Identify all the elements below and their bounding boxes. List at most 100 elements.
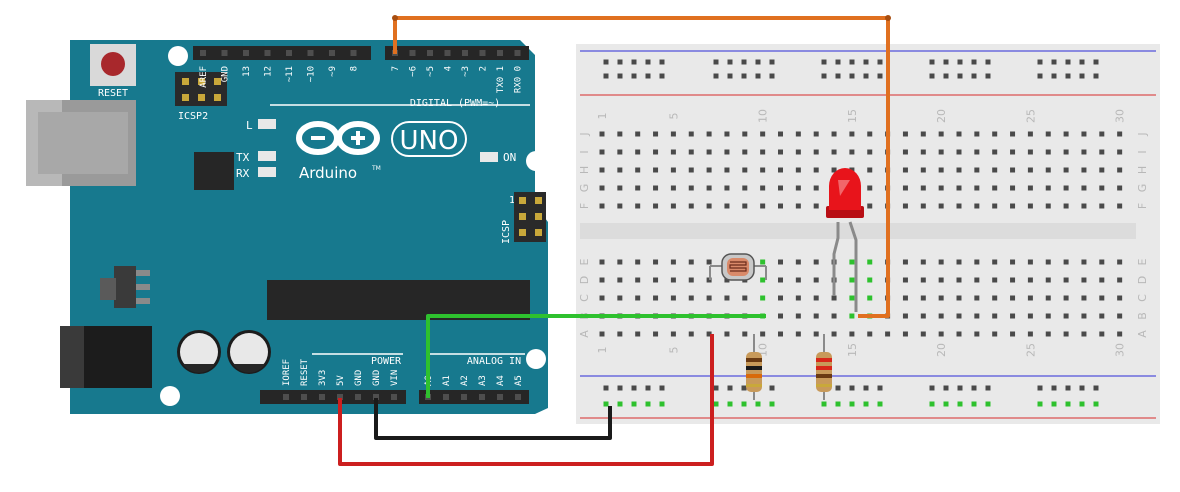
breadboard-hole[interactable] [760, 167, 766, 173]
rail-hole[interactable] [1079, 385, 1085, 391]
breadboard-hole[interactable] [1099, 203, 1105, 209]
breadboard-hole[interactable] [653, 295, 659, 301]
breadboard-hole[interactable] [974, 149, 980, 155]
header-pin[interactable] [461, 394, 467, 400]
breadboard-hole[interactable] [724, 149, 730, 155]
breadboard-hole[interactable] [1063, 149, 1069, 155]
breadboard-hole[interactable] [938, 295, 944, 301]
breadboard-hole[interactable] [956, 167, 962, 173]
header-pin[interactable] [283, 394, 289, 400]
rail-hole[interactable] [835, 59, 841, 65]
rail-hole[interactable] [985, 59, 991, 65]
breadboard-hole[interactable] [706, 149, 712, 155]
breadboard-hole[interactable] [1117, 277, 1123, 283]
breadboard-hole[interactable] [617, 295, 623, 301]
header-pin[interactable] [497, 50, 503, 56]
breadboard-hole[interactable] [706, 167, 712, 173]
rail-hole[interactable] [645, 385, 651, 391]
breadboard-hole[interactable] [617, 167, 623, 173]
breadboard-hole[interactable] [813, 149, 819, 155]
rail-hole[interactable] [659, 73, 665, 79]
breadboard-hole[interactable] [778, 331, 783, 337]
breadboard-hole[interactable] [653, 185, 659, 191]
breadboard-hole[interactable] [1081, 259, 1087, 265]
breadboard-hole[interactable] [653, 167, 659, 173]
breadboard-hole[interactable] [1099, 277, 1105, 283]
rail-hole[interactable] [603, 401, 609, 407]
breadboard-hole[interactable] [1010, 203, 1016, 209]
rail-hole[interactable] [821, 401, 827, 407]
breadboard-hole[interactable] [938, 131, 944, 137]
rail-hole[interactable] [929, 385, 935, 391]
breadboard-hole[interactable] [1063, 277, 1069, 283]
header-pin[interactable] [409, 50, 416, 56]
breadboard-hole[interactable] [867, 331, 873, 337]
breadboard-hole[interactable] [902, 295, 908, 301]
rail-hole[interactable] [1051, 73, 1057, 79]
breadboard-hole[interactable] [974, 131, 980, 137]
rail-hole[interactable] [1051, 401, 1057, 407]
breadboard-hole[interactable] [885, 331, 891, 337]
breadboard-hole[interactable] [974, 203, 980, 209]
rail-hole[interactable] [603, 385, 609, 391]
rail-hole[interactable] [741, 385, 747, 391]
breadboard-hole[interactable] [760, 131, 766, 137]
breadboard-hole[interactable] [778, 203, 783, 209]
breadboard-hole[interactable] [867, 277, 873, 283]
breadboard-hole[interactable] [1045, 149, 1051, 155]
rail-hole[interactable] [821, 59, 827, 65]
breadboard-hole[interactable] [1027, 331, 1033, 337]
breadboard-hole[interactable] [1099, 331, 1105, 337]
breadboard-hole[interactable] [1063, 295, 1069, 301]
rail-hole[interactable] [1037, 401, 1043, 407]
rail-hole[interactable] [755, 59, 761, 65]
breadboard-hole[interactable] [1045, 331, 1051, 337]
breadboard-hole[interactable] [956, 295, 962, 301]
breadboard-hole[interactable] [724, 131, 730, 137]
breadboard-hole[interactable] [635, 149, 641, 155]
breadboard-hole[interactable] [635, 203, 641, 209]
header-pin[interactable] [443, 394, 449, 400]
breadboard-hole[interactable] [670, 331, 676, 337]
rail-hole[interactable] [741, 73, 747, 79]
rail-hole[interactable] [1037, 59, 1043, 65]
rail-hole[interactable] [713, 73, 719, 79]
breadboard-hole[interactable] [920, 131, 926, 137]
breadboard-hole[interactable] [688, 167, 694, 173]
breadboard-hole[interactable] [902, 313, 908, 319]
header-pin[interactable] [514, 50, 521, 56]
breadboard-hole[interactable] [1027, 259, 1033, 265]
rail-hole[interactable] [971, 59, 977, 65]
breadboard-hole[interactable] [795, 185, 801, 191]
breadboard-hole[interactable] [1081, 185, 1087, 191]
breadboard-hole[interactable] [599, 203, 605, 209]
breadboard-hole[interactable] [1010, 167, 1016, 173]
breadboard-hole[interactable] [724, 203, 730, 209]
breadboard-hole[interactable] [992, 149, 998, 155]
breadboard-hole[interactable] [992, 277, 998, 283]
breadboard-hole[interactable] [760, 295, 766, 301]
rail-hole[interactable] [769, 401, 775, 407]
breadboard-hole[interactable] [867, 131, 873, 137]
breadboard-hole[interactable] [724, 295, 730, 301]
breadboard-hole[interactable] [653, 131, 659, 137]
rail-hole[interactable] [755, 401, 761, 407]
breadboard-hole[interactable] [1081, 331, 1087, 337]
breadboard-hole[interactable] [1027, 167, 1033, 173]
breadboard-hole[interactable] [902, 167, 908, 173]
rail-hole[interactable] [985, 73, 991, 79]
breadboard-hole[interactable] [724, 185, 730, 191]
breadboard-hole[interactable] [1117, 131, 1123, 137]
breadboard-hole[interactable] [1117, 203, 1123, 209]
breadboard-hole[interactable] [813, 331, 819, 337]
breadboard-hole[interactable] [992, 185, 998, 191]
breadboard-hole[interactable] [688, 259, 694, 265]
breadboard-hole[interactable] [867, 167, 873, 173]
breadboard-hole[interactable] [1010, 331, 1016, 337]
rail-hole[interactable] [1051, 385, 1057, 391]
rail-hole[interactable] [1093, 385, 1099, 391]
header-pin[interactable] [200, 50, 206, 56]
breadboard-hole[interactable] [992, 313, 998, 319]
rail-hole[interactable] [985, 385, 991, 391]
reset-button-cap[interactable] [101, 52, 125, 76]
